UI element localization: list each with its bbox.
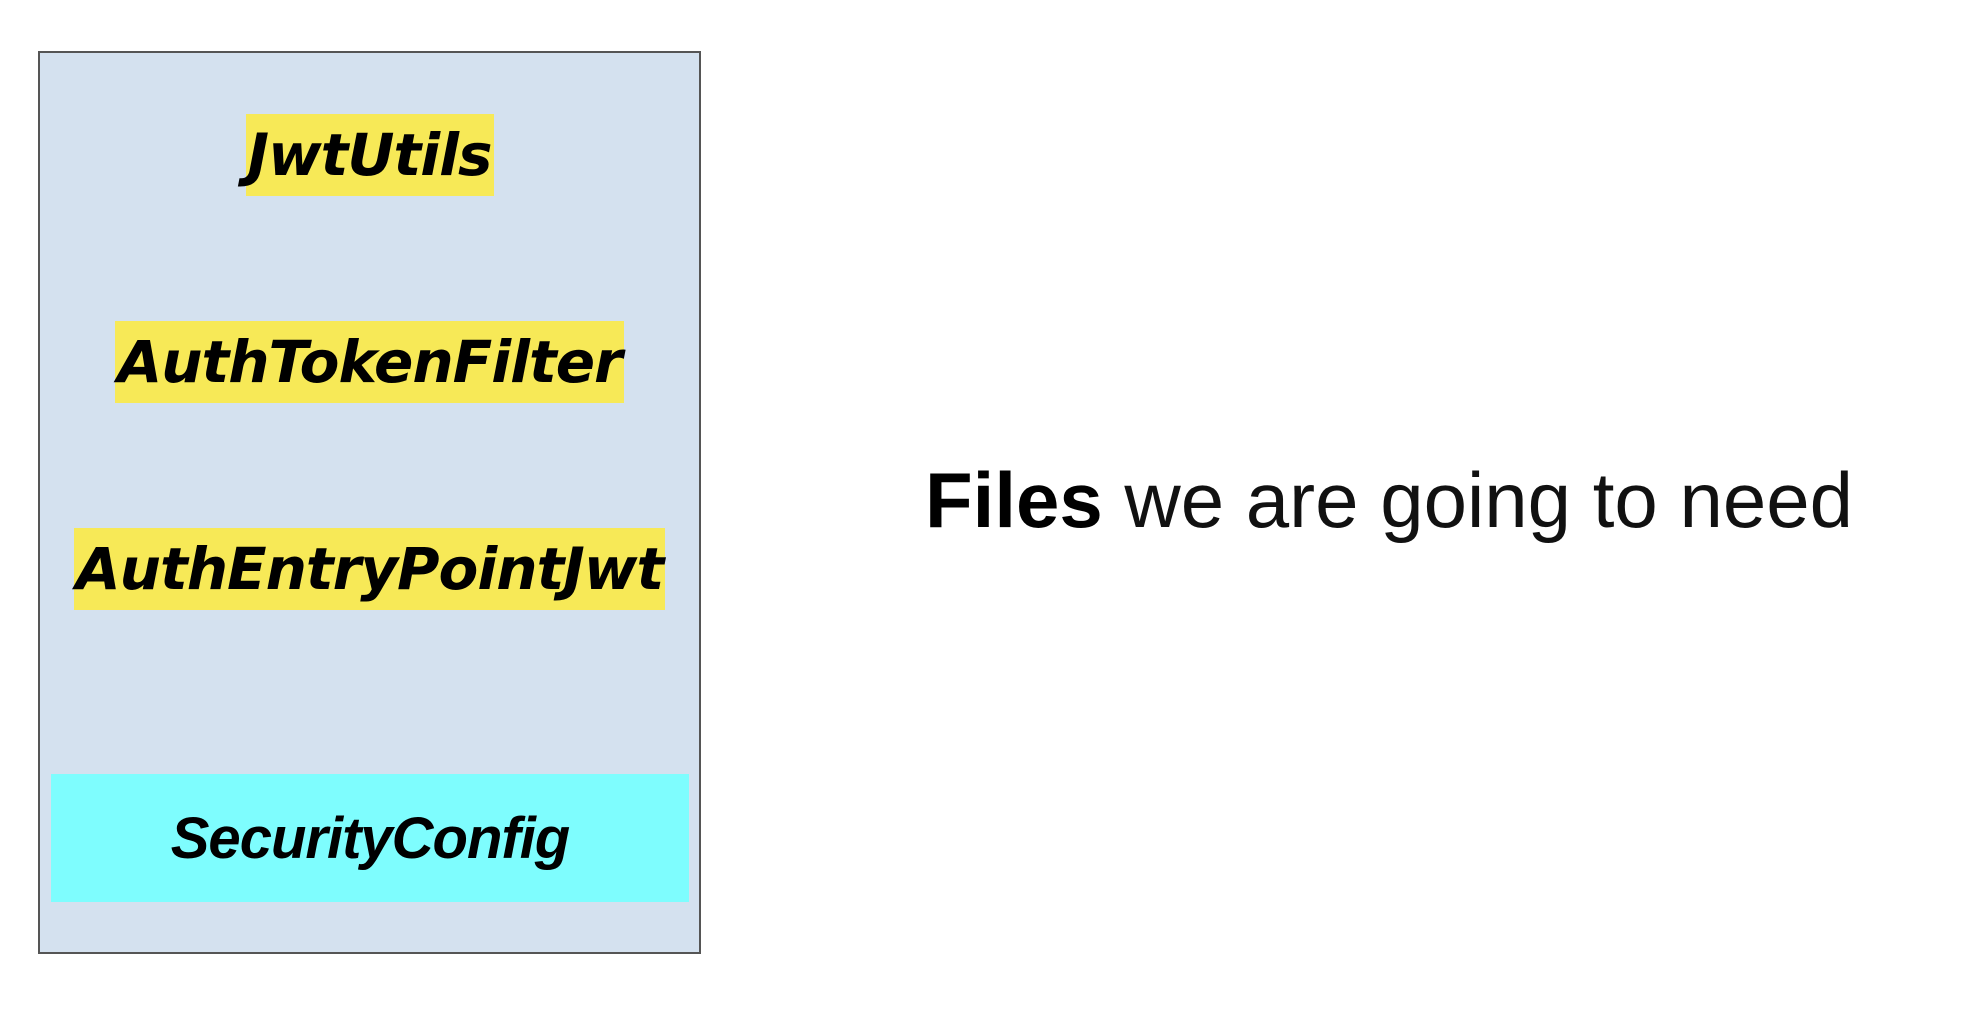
files-panel: JwtUtils AuthTokenFilter AuthEntryPointJ… bbox=[38, 51, 701, 954]
security-config-box: SecurityConfig bbox=[51, 774, 689, 902]
file-item-authentrypointjwt: AuthEntryPointJwt bbox=[40, 528, 699, 610]
file-item-jwtutils: JwtUtils bbox=[40, 114, 699, 196]
heading-rest: we are going to need bbox=[1102, 456, 1853, 544]
security-config-label: SecurityConfig bbox=[170, 805, 570, 871]
file-item-authtokenfilter: AuthTokenFilter bbox=[40, 321, 699, 403]
file-item-label: JwtUtils bbox=[245, 114, 494, 196]
page-heading: Files we are going to need bbox=[925, 456, 1853, 544]
file-item-label: AuthEntryPointJwt bbox=[73, 528, 666, 610]
heading-bold-word: Files bbox=[925, 456, 1103, 544]
file-item-label: AuthTokenFilter bbox=[115, 321, 624, 403]
